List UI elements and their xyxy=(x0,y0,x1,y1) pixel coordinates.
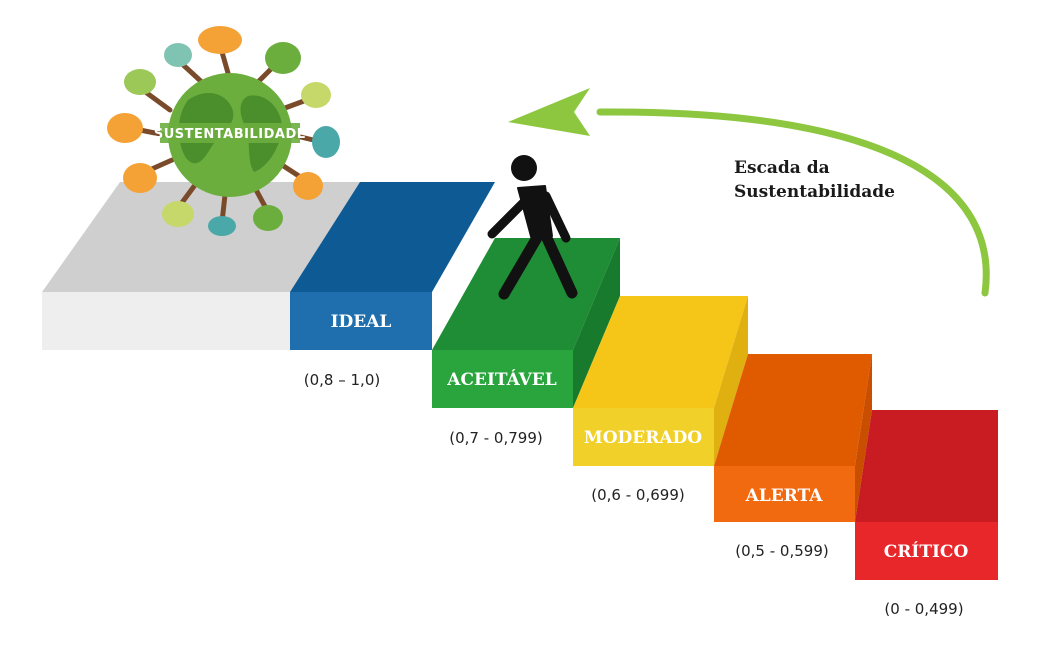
step-alerta-label: ALERTA xyxy=(745,486,824,506)
step-alerta-range: (0,5 - 0,599) xyxy=(735,542,828,560)
curved-arrow-icon xyxy=(508,88,990,297)
globe-label: SUSTENTABILIDADE xyxy=(154,127,306,142)
step-aceitavel-label: ACEITÁVEL xyxy=(446,369,556,390)
step-moderado-side xyxy=(714,296,748,466)
step-critico-label: CRÍTICO xyxy=(884,541,969,562)
step-moderado-label: MODERADO xyxy=(584,428,702,448)
step-aceitavel-front xyxy=(432,350,573,408)
step-critico-range: (0 - 0,499) xyxy=(884,600,963,618)
step-critico-front xyxy=(855,522,998,580)
step-alerta-side xyxy=(855,354,872,522)
step-critico-top xyxy=(855,410,998,522)
platform xyxy=(42,182,360,350)
step-moderado-front xyxy=(573,408,714,466)
step-moderado: MODERADO (0,6 - 0,699) xyxy=(573,296,748,504)
caption-line2: Sustentabilidade xyxy=(734,182,895,202)
step-ideal-top xyxy=(290,182,495,292)
step-aceitavel-top xyxy=(432,238,620,350)
walking-person-icon xyxy=(487,155,578,300)
globe-icon: SUSTENTABILIDADE xyxy=(107,26,340,236)
caption-line1: Escada da xyxy=(734,158,830,178)
step-critico: CRÍTICO (0 - 0,499) xyxy=(855,410,998,618)
step-ideal-front xyxy=(290,292,432,350)
step-moderado-top xyxy=(573,296,748,408)
platform-top xyxy=(42,182,360,292)
step-ideal: IDEAL (0,8 – 1,0) xyxy=(290,182,495,389)
step-alerta-front xyxy=(714,466,855,522)
step-alerta-top xyxy=(714,354,872,466)
step-ideal-label: IDEAL xyxy=(331,312,392,332)
step-aceitavel-side xyxy=(573,238,620,408)
step-alerta: ALERTA (0,5 - 0,599) xyxy=(714,354,872,560)
platform-front xyxy=(42,292,290,350)
step-aceitavel-range: (0,7 - 0,799) xyxy=(449,429,542,447)
step-moderado-range: (0,6 - 0,699) xyxy=(591,486,684,504)
step-aceitavel: ACEITÁVEL (0,7 - 0,799) xyxy=(432,238,620,447)
step-ideal-range: (0,8 – 1,0) xyxy=(304,371,380,389)
